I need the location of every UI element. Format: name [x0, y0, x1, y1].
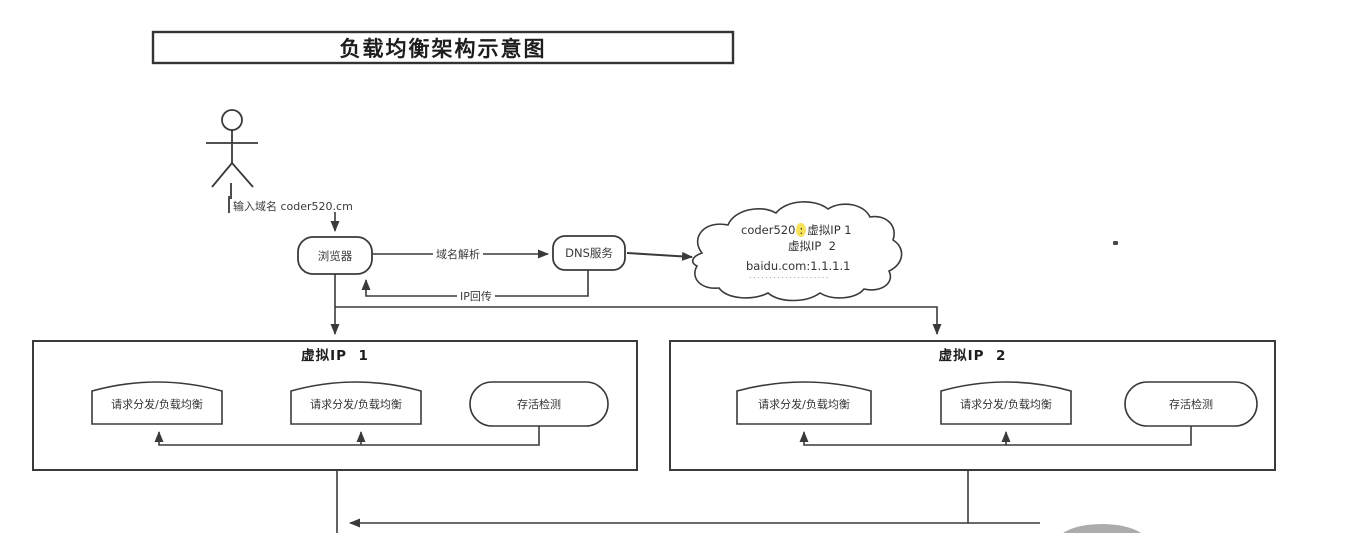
vip1-load-balancer-label-2: 请求分发/负载均衡 [310, 398, 402, 411]
vip2-load-balancer-card-2 [940, 381, 1072, 425]
vip2-load-balancer-label-1: 请求分发/负载均衡 [758, 398, 850, 411]
vip1-health-check-label: 存活检测 [517, 398, 561, 411]
cloud-domain-text: coder520 [741, 223, 796, 237]
dns-records-cloud [691, 201, 903, 302]
vip2-load-balancer-card-1 [736, 381, 872, 425]
vip2-internal-connector [799, 426, 1192, 446]
browser-to-vip2-arrow [335, 306, 942, 335]
vip1-load-balancer-card-1 [91, 381, 223, 425]
page-title: 负载均衡架构示意图 [339, 36, 547, 61]
vip1-load-balancer-label-1: 请求分发/负载均衡 [111, 398, 203, 411]
actor-input-label: 输入域名 coder520.cm [233, 200, 353, 213]
browser-label: 浏览器 [317, 248, 353, 263]
vip2-group-title: 虚拟IP 2 [938, 348, 1007, 364]
vip2-load-balancer-label-2: 请求分发/负载均衡 [960, 398, 1052, 411]
vip1-group-title: 虚拟IP 1 [301, 348, 369, 364]
vip2-health-check-label: 存活检测 [1169, 398, 1213, 411]
cloud-vip1-text: 虚拟IP 1 [807, 223, 852, 237]
artifact-dot [1113, 241, 1118, 245]
title-box [151, 30, 735, 65]
actor-icon [206, 109, 258, 213]
edge-ip-return-label: IP回传 [457, 288, 495, 304]
cloud-highlight-cursor: : [796, 223, 807, 237]
cloud-record-line-2: 虚拟IP 2 [788, 239, 836, 253]
dns-to-cloud-arrow [626, 251, 693, 261]
dns-label: DNS服务 [565, 246, 613, 260]
cloud-record-line-1: coder520:虚拟IP 1 [741, 222, 852, 238]
vip1-load-balancer-card-2 [290, 381, 422, 425]
webcam-overlay-blob [1063, 524, 1141, 533]
edge-resolve-label: 域名解析 [433, 246, 483, 262]
cloud-record-ellipsis: .................... [749, 271, 830, 280]
dns-node [552, 235, 626, 271]
vip1-internal-connector [154, 426, 540, 446]
cloud-record-line-3: baidu.com:1.1.1.1 [746, 259, 851, 273]
